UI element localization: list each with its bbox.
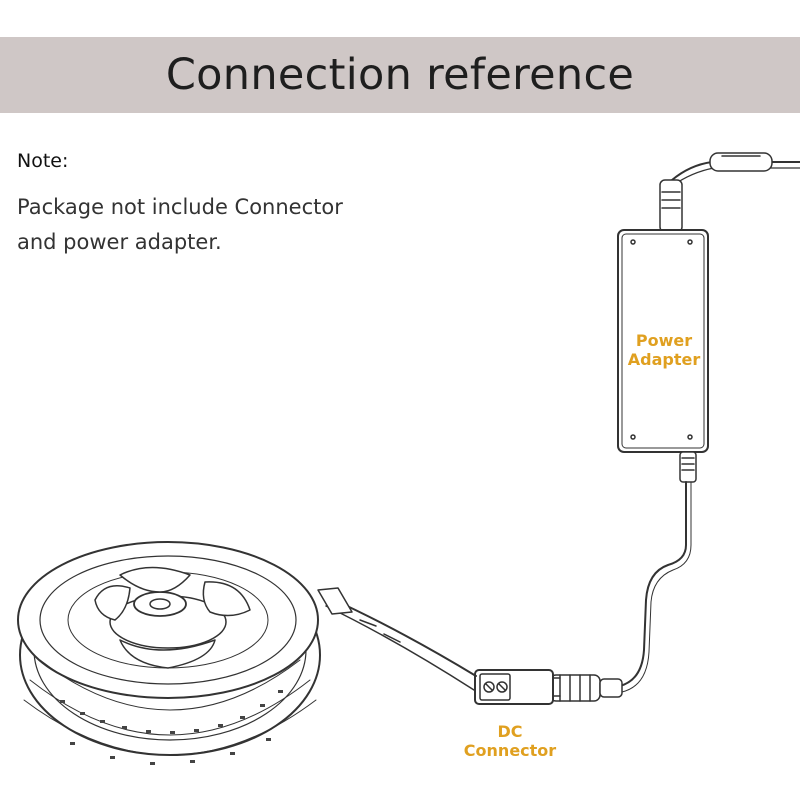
power-adapter-label-line-1: Power xyxy=(635,331,693,350)
note-text-line-1: Package not include Connector xyxy=(17,195,343,219)
title-banner xyxy=(0,37,800,113)
note-label: Note: xyxy=(17,150,69,172)
dc-connector-label: DC Connector xyxy=(455,722,565,760)
page-title: Connection reference xyxy=(165,50,635,100)
led-chips xyxy=(60,690,283,765)
dc-screw-connector xyxy=(474,669,561,705)
mains-cable xyxy=(659,152,800,233)
power-adapter-label-line-2: Adapter xyxy=(627,350,701,369)
led-strip-reel xyxy=(17,541,321,756)
dc-connector-label-line-2: Connector xyxy=(463,741,557,760)
dc-connector-label-line-1: DC xyxy=(497,722,523,741)
power-adapter-label: Power Adapter xyxy=(612,331,716,369)
female-dc-plug xyxy=(549,674,623,702)
strip-lead xyxy=(317,587,477,691)
power-adapter-body xyxy=(617,229,709,453)
dc-cable xyxy=(604,451,697,694)
note-text-line-2: and power adapter. xyxy=(17,230,222,254)
